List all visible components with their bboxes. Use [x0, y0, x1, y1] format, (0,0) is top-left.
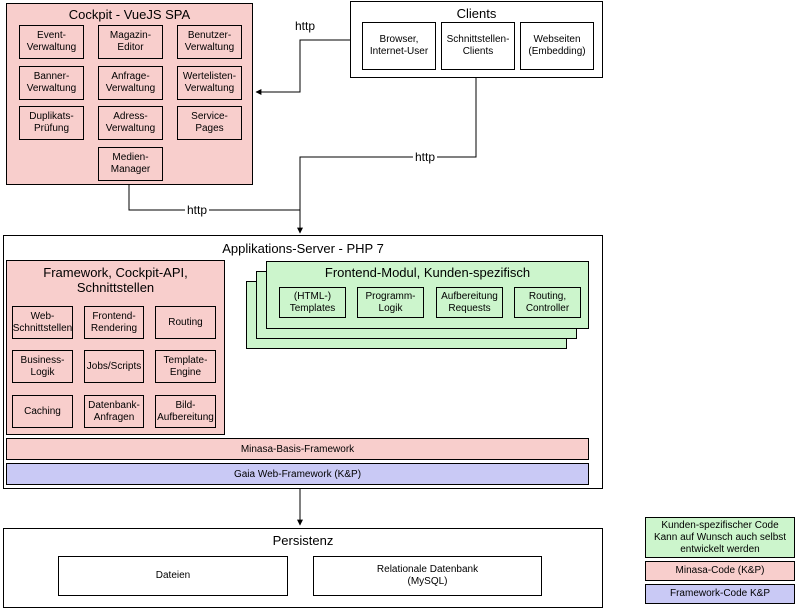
- client-item: Browser, Internet-User: [362, 22, 436, 70]
- minasa-framework-bar: Minasa-Basis-Framework: [6, 438, 589, 460]
- frontend-title: Frontend-Modul, Kunden-spezifisch: [324, 265, 531, 280]
- edge-clients-to-appserver: [297, 78, 477, 234]
- client-item: Webseiten (Embedding): [520, 22, 594, 70]
- cockpit-module: Duplikats- Prüfung: [19, 106, 84, 140]
- framework-module: Business- Logik: [12, 350, 73, 383]
- cockpit-title: Cockpit - VueJS SPA: [68, 7, 191, 22]
- persistence-container: Persistenz Dateien Relationale Datenbank…: [3, 528, 603, 608]
- framework-container: Framework, Cockpit-API, Schnittstellen W…: [6, 260, 225, 435]
- framework-module: Caching: [12, 395, 73, 428]
- cockpit-module: Event- Verwaltung: [19, 25, 84, 59]
- persistence-item-files: Dateien: [58, 556, 288, 596]
- framework-module: Datenbank- Anfragen: [84, 395, 144, 428]
- frontend-module: Programm- Logik: [357, 287, 424, 318]
- cockpit-module: Medien- Manager: [98, 147, 163, 181]
- cockpit-module: Magazin- Editor: [98, 25, 163, 59]
- framework-module: Routing: [155, 306, 216, 339]
- http-label-mid: http: [413, 150, 438, 164]
- cockpit-container: Cockpit - VueJS SPA Event- Verwaltung Ma…: [6, 3, 253, 185]
- client-item: Schnittstellen- Clients: [441, 22, 515, 70]
- cockpit-module: Anfrage- Verwaltung: [98, 66, 163, 100]
- edge-clients-to-cockpit: [255, 39, 350, 95]
- frontend-module: Routing, Controller: [514, 287, 581, 318]
- edge-cockpit-to-appserver: [128, 185, 300, 211]
- cockpit-module: Banner- Verwaltung: [19, 66, 84, 100]
- legend-framework-code: Framework-Code K&P: [645, 584, 795, 604]
- persistence-item-database: Relationale Datenbank (MySQL): [313, 556, 542, 596]
- framework-module: Template- Engine: [155, 350, 216, 383]
- frontend-module: Aufbereitung Requests: [436, 287, 503, 318]
- app-server-title: Applikations-Server - PHP 7: [222, 241, 384, 256]
- legend-customer-code: Kunden-spezifischer Code Kann auf Wunsch…: [645, 517, 795, 558]
- framework-module: Jobs/Scripts: [84, 350, 144, 383]
- clients-title: Clients: [456, 6, 497, 21]
- framework-module: Frontend- Rendering: [84, 306, 144, 339]
- frontend-module: (HTML-) Templates: [279, 287, 346, 318]
- gaia-framework-bar: Gaia Web-Framework (K&P): [6, 463, 589, 485]
- frontend-container: Frontend-Modul, Kunden-spezifisch (HTML-…: [266, 261, 589, 329]
- cockpit-module: Adress- Verwaltung: [98, 106, 163, 140]
- legend-minasa-code: Minasa-Code (K&P): [645, 561, 795, 581]
- cockpit-module: Wertelisten- Verwaltung: [177, 66, 242, 100]
- cockpit-module: Service- Pages: [177, 106, 242, 140]
- cockpit-module: Benutzer- Verwaltung: [177, 25, 242, 59]
- framework-module: Bild- Aufbereitung: [155, 395, 216, 428]
- framework-title: Framework, Cockpit-API, Schnittstellen: [43, 265, 188, 295]
- http-label-top: http: [293, 19, 318, 33]
- clients-container: Clients Browser, Internet-User Schnittst…: [350, 1, 603, 78]
- http-label-bottom: http: [185, 203, 210, 217]
- persistence-title: Persistenz: [272, 533, 334, 548]
- framework-module: Web- Schnittstellen: [12, 306, 73, 339]
